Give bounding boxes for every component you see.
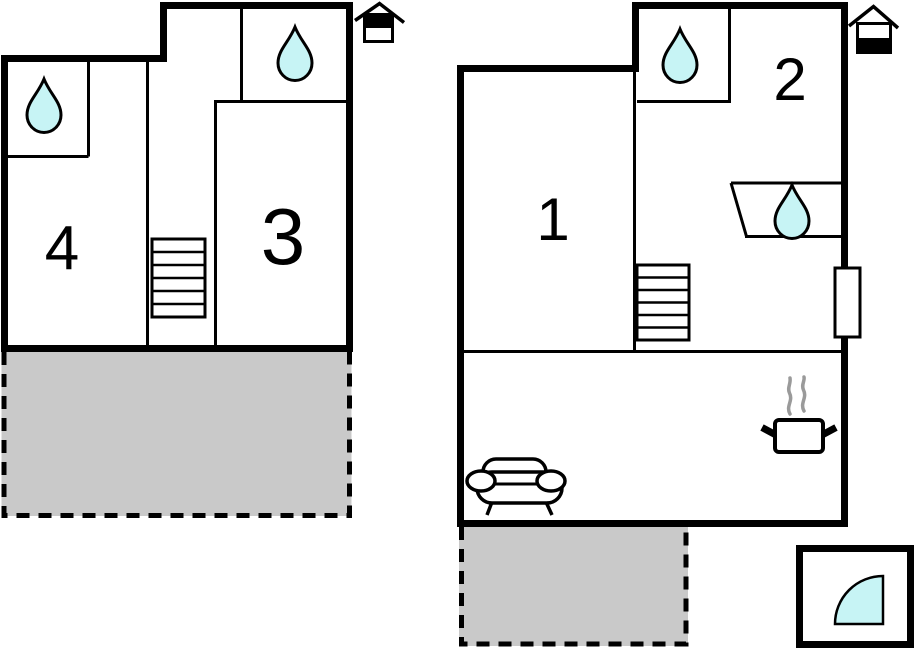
house-storey-icon-upper xyxy=(354,1,406,43)
house-storey-icon-ground xyxy=(847,4,900,54)
door-icon xyxy=(833,266,862,339)
shower-icon xyxy=(833,574,885,626)
staircase-icon xyxy=(150,237,207,319)
terrace-area xyxy=(1,352,352,518)
upper-interior-walls xyxy=(3,8,347,346)
terrace-dashed-border xyxy=(1,352,352,518)
steam-icon xyxy=(786,376,793,416)
sofa-icon xyxy=(465,457,567,516)
terrace-dashed-border xyxy=(459,527,689,647)
staircase-icon xyxy=(635,263,691,342)
steam-icon xyxy=(800,375,807,413)
terrace-area xyxy=(459,527,689,647)
room-label-3: 3 xyxy=(261,192,306,281)
house-roof xyxy=(847,4,900,30)
upper-floor-plan: 4 3 xyxy=(1,1,406,518)
room-label-1: 1 xyxy=(536,186,569,253)
ground-floor-plan: 1 2 xyxy=(457,2,914,648)
cooking-pot-icon xyxy=(760,375,838,454)
upper-outer-walls xyxy=(1,2,353,352)
terrace-fill xyxy=(1,352,352,516)
room-label-4: 4 xyxy=(45,214,79,283)
house-roof xyxy=(354,1,406,24)
room-label-2: 2 xyxy=(773,46,806,113)
terrace-fill xyxy=(459,527,688,646)
shower-cubicle xyxy=(796,545,914,648)
